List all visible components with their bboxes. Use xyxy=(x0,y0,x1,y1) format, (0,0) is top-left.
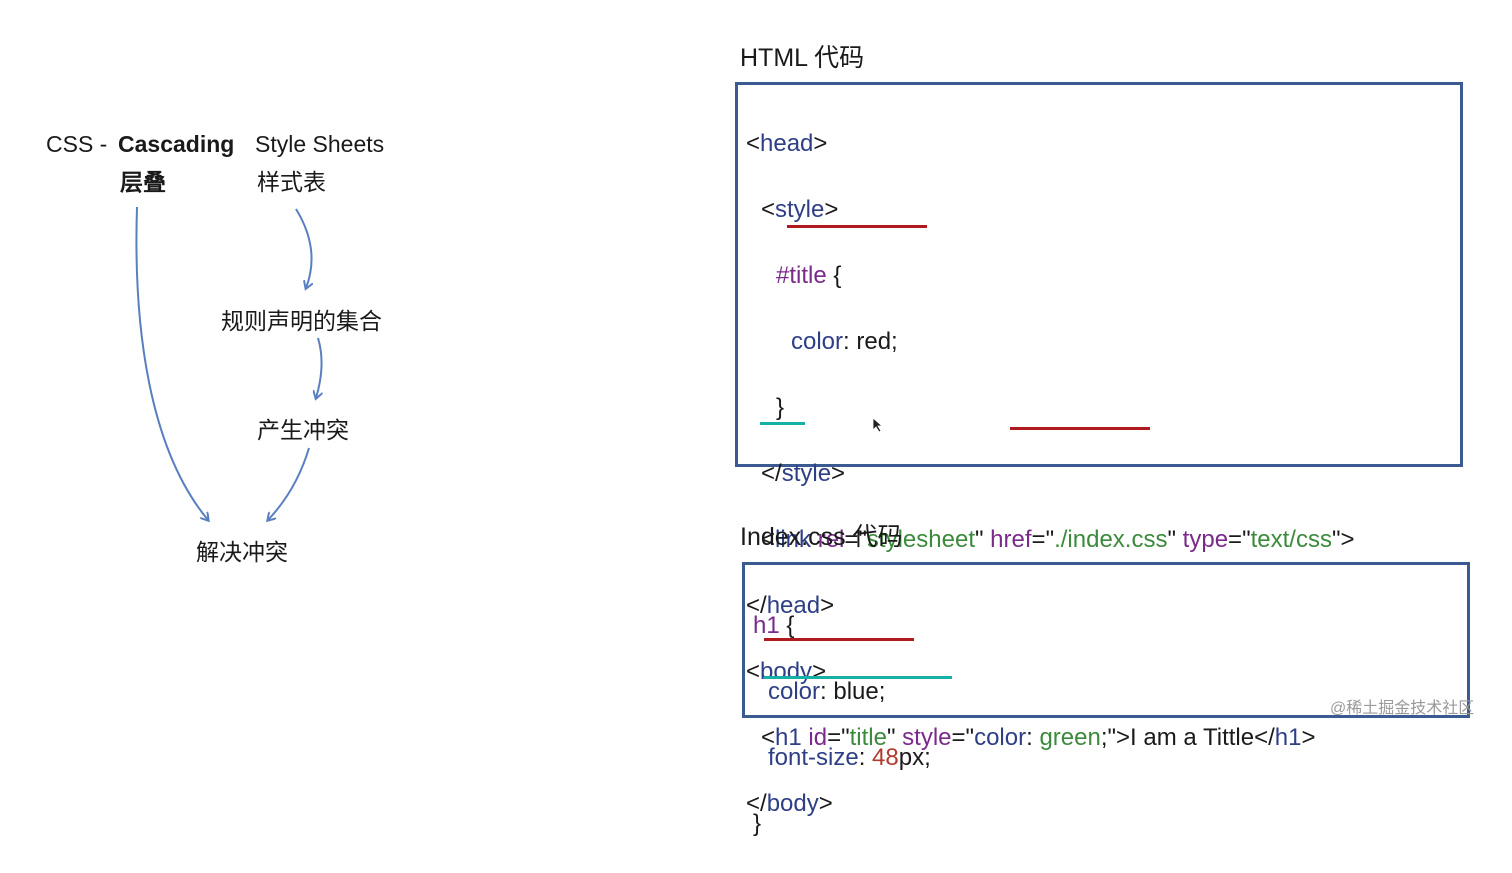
underline-h1-tag xyxy=(760,422,805,425)
code-line: </head> xyxy=(746,592,835,619)
cascading-label: Cascading xyxy=(118,131,235,157)
code-line: h1 { xyxy=(753,612,795,639)
arrow-rules-to-conflict xyxy=(316,337,322,398)
code-line: <style> xyxy=(761,196,839,223)
arrow-stylesheets-to-rules xyxy=(295,208,311,288)
arrow-conflict-to-resolve xyxy=(268,447,310,520)
cascading-cn-label: 层叠 xyxy=(120,169,166,195)
arrow-cascading-to-resolve xyxy=(135,206,208,520)
code-line: color: red; xyxy=(791,328,898,355)
underline-font-size xyxy=(764,676,952,679)
code-line: } xyxy=(753,810,762,837)
html-code-heading: HTML 代码 xyxy=(740,44,865,72)
underline-color-blue xyxy=(764,638,914,641)
css-code-heading: Index.css 代码 xyxy=(740,523,903,551)
rules-collection-node: 规则声明的集合 xyxy=(221,308,382,334)
css-code-box xyxy=(742,562,1470,718)
flow-arrows xyxy=(135,206,1512,735)
produce-conflict-node: 产生冲突 xyxy=(257,417,349,443)
style-sheets-label: Style Sheets xyxy=(255,131,385,157)
code-line: font-size: 48px; xyxy=(768,744,931,771)
mouse-cursor-icon xyxy=(872,417,884,433)
code-line: color: blue; xyxy=(768,678,886,705)
watermark-text: @稀土掘金技术社区 xyxy=(1330,700,1475,717)
code-line: } xyxy=(776,394,785,421)
css-code-lines: h1 { color: blue; font-size: 48px; } xyxy=(753,576,931,873)
underline-inline-color-green xyxy=(1010,427,1150,430)
html-code-box xyxy=(735,82,1463,467)
resolve-conflict-node: 解决冲突 xyxy=(196,539,288,565)
code-line: </style> xyxy=(761,460,846,487)
css-prefix-label: CSS - xyxy=(46,131,108,157)
code-line: <link rel="stylesheet" href="./index.css… xyxy=(761,526,1355,553)
code-line: #title { xyxy=(776,262,842,289)
code-line: <head> xyxy=(746,130,828,157)
underline-color-red xyxy=(787,225,927,228)
style-sheets-cn-label: 样式表 xyxy=(257,169,326,195)
